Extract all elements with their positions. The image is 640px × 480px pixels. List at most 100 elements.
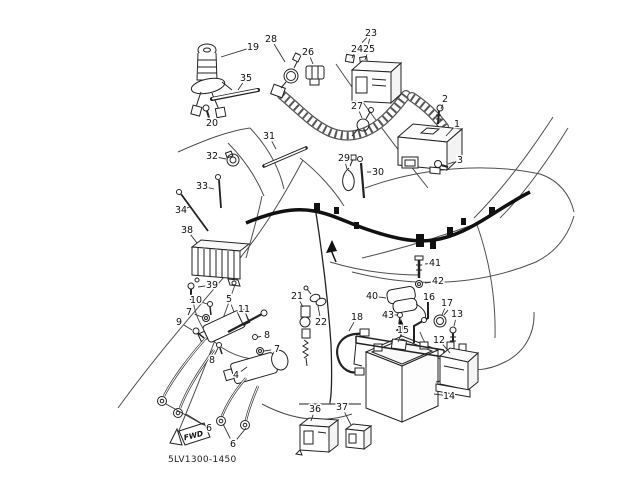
callout-leader-line xyxy=(214,347,219,355)
callout-leader-line xyxy=(317,305,321,317)
part-number-7: 7 xyxy=(274,344,280,355)
part-number-4: 4 xyxy=(233,370,239,381)
callout-leader-line xyxy=(299,301,304,308)
callout-leader-line xyxy=(354,37,368,51)
part-number-28: 28 xyxy=(265,34,277,45)
part-number-42: 42 xyxy=(432,276,444,287)
part-number-5: 5 xyxy=(226,294,232,305)
bolt-43-drawing xyxy=(398,313,403,325)
part-number-17: 17 xyxy=(441,298,453,309)
direction-arrow-icon xyxy=(396,319,406,331)
callout-leader-line xyxy=(257,335,262,338)
part-number-13: 13 xyxy=(451,309,463,320)
part-number-19: 19 xyxy=(247,42,259,53)
callout-leader-line xyxy=(207,114,210,118)
screw-2-drawing xyxy=(436,105,443,124)
harness-tube xyxy=(271,84,444,135)
coil-hardware-drawing xyxy=(193,302,267,355)
wire-harness xyxy=(246,192,530,402)
callout-leader-line xyxy=(440,104,444,110)
callout-leader-line xyxy=(236,427,247,440)
callout-leader-line xyxy=(427,302,429,309)
part-number-39: 39 xyxy=(206,280,218,291)
callout-leader-line xyxy=(271,141,277,150)
battery-drawing xyxy=(366,336,438,422)
clamp-17-drawing xyxy=(434,310,448,327)
nut-42-drawing xyxy=(416,281,423,288)
part-number-2: 2 xyxy=(442,94,448,105)
part-number-8: 8 xyxy=(264,330,270,341)
relay-23-drawing xyxy=(345,54,401,103)
battery-band-15-drawing xyxy=(354,336,444,382)
part-number-37: 37 xyxy=(336,402,348,413)
relay-37-drawing xyxy=(346,424,371,449)
callout-leader-line xyxy=(377,296,387,299)
callout-leader-line xyxy=(447,161,455,165)
starter-relay-12-drawing xyxy=(436,342,478,397)
tie-29-drawing xyxy=(343,155,356,191)
sensor-21-drawing xyxy=(300,306,310,366)
part-number-27: 27 xyxy=(351,101,363,112)
part-number-7: 7 xyxy=(186,307,192,318)
callout-leader-line xyxy=(230,304,235,313)
callout-leader-line xyxy=(364,54,368,61)
callout-leader-line xyxy=(217,156,227,160)
callout-leader-line xyxy=(358,111,363,119)
callout-leader-line xyxy=(351,53,355,59)
battery-cable-18-drawing xyxy=(337,329,369,375)
callout-leader-line xyxy=(442,344,451,354)
relay-36-drawing xyxy=(296,418,338,455)
part-number-18: 18 xyxy=(351,312,363,323)
callout-leader-line xyxy=(441,308,446,316)
clamp-32-drawing xyxy=(225,151,239,166)
part-number-14: 14 xyxy=(443,391,455,402)
relay-bracket-drawing xyxy=(299,402,361,404)
part-number-40: 40 xyxy=(366,291,378,302)
callout-leader-line xyxy=(165,403,205,426)
pin-33-drawing xyxy=(216,175,222,209)
callout-leader-line xyxy=(397,335,402,343)
rod-31-drawing xyxy=(264,148,306,166)
callout-leader-line xyxy=(207,187,215,190)
part-number-9: 9 xyxy=(176,317,182,328)
part-number-10: 10 xyxy=(190,295,202,306)
part-number-12: 12 xyxy=(433,335,445,346)
part-number-30: 30 xyxy=(372,167,384,178)
rod-35-drawing xyxy=(212,90,258,99)
plug-leads-drawing xyxy=(158,338,259,430)
part-number-11: 11 xyxy=(238,304,250,315)
callout-leader-line xyxy=(186,206,191,209)
part-number-6: 6 xyxy=(206,423,212,434)
rectifier-drawing xyxy=(192,240,249,286)
callout-leader-line xyxy=(453,319,456,327)
direction-arrow-icon xyxy=(326,240,337,253)
strap-16-drawing xyxy=(414,302,428,343)
part-number-23: 23 xyxy=(365,28,377,39)
screw-3-drawing xyxy=(435,161,449,168)
part-number-33: 33 xyxy=(196,181,208,192)
callout-leader-line xyxy=(240,366,248,372)
clamp-27-drawing xyxy=(352,108,374,137)
callout-leader-line xyxy=(273,43,286,63)
part-number-36: 36 xyxy=(309,404,321,415)
callout-leader-line xyxy=(344,412,352,426)
rod-34-drawing xyxy=(177,190,209,232)
part-number-38: 38 xyxy=(181,225,193,236)
part-number-1: 1 xyxy=(454,119,460,130)
rod-30-drawing xyxy=(358,157,365,199)
callout-leader-line xyxy=(197,285,207,288)
callout-leader-line xyxy=(237,82,244,91)
part-number-26: 26 xyxy=(302,47,314,58)
part-number-31: 31 xyxy=(263,131,275,142)
part-number-8: 8 xyxy=(209,355,215,366)
callout-leader-line xyxy=(220,48,248,58)
part-number-20: 20 xyxy=(206,118,218,129)
callout-leader-line xyxy=(222,423,231,439)
callout-leader-line xyxy=(348,321,355,332)
part-number-16: 16 xyxy=(423,292,435,303)
bolt-39-drawing xyxy=(188,283,194,300)
connector-26-drawing xyxy=(306,66,324,85)
